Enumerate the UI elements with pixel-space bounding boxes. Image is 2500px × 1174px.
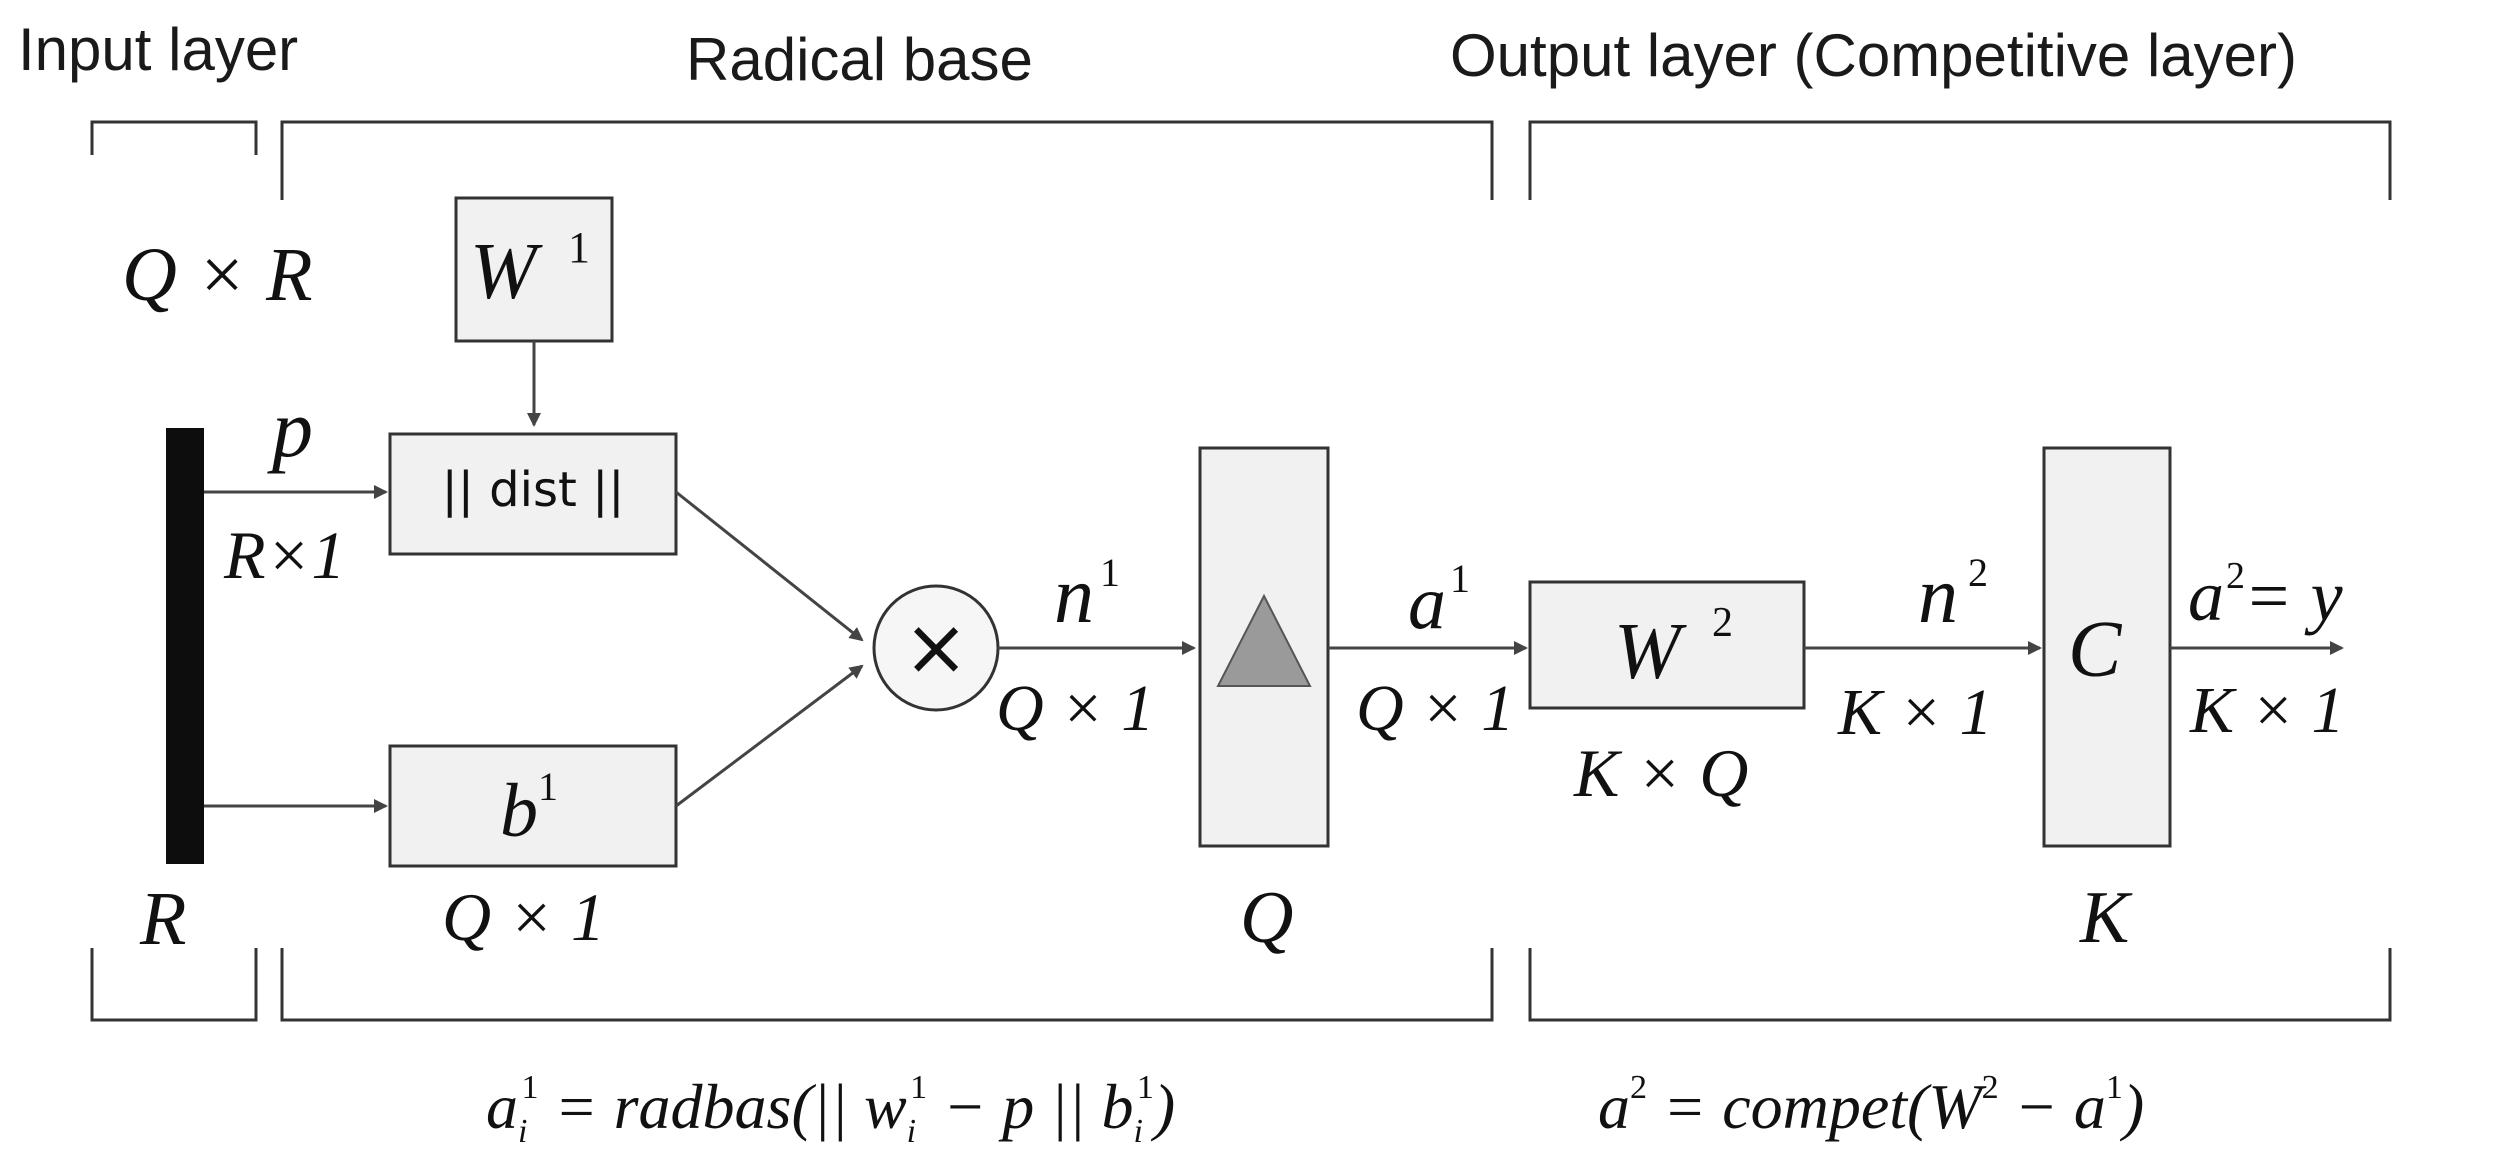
output-dims-label: K × 1 xyxy=(2189,674,2345,747)
output-layer-header: Output layer (Competitive layer) xyxy=(1450,22,2297,89)
hidden-layer-formula: ai1 = radbas(|| wi1 − p || bi1) xyxy=(486,1069,1175,1150)
w1-label: W xyxy=(470,228,543,316)
dist-to-multiply-arrow xyxy=(675,490,864,642)
output-label: a xyxy=(2188,556,2224,636)
n1-superscript: 1 xyxy=(1100,550,1120,595)
a1-superscript: 1 xyxy=(1450,556,1470,601)
output-superscript: 2 xyxy=(2226,555,2245,597)
w2-superscript: 2 xyxy=(1712,600,1733,646)
radbas-triangle-icon xyxy=(1216,593,1312,687)
input-layer-bracket-top xyxy=(90,120,258,155)
bias-box xyxy=(388,744,678,868)
p-label: p xyxy=(267,383,313,474)
radbas-size-label: Q xyxy=(1240,877,1293,959)
bias-label: b xyxy=(500,769,538,853)
dist-box xyxy=(388,432,678,556)
n1-dims-label: Q × 1 xyxy=(996,672,1154,745)
w2-weight-box xyxy=(1528,580,1806,710)
compet-block xyxy=(2042,446,2172,848)
compet-label: C xyxy=(2068,606,2123,694)
a1-dims-label: Q × 1 xyxy=(1356,672,1514,745)
input-vector-bar xyxy=(166,428,204,864)
n1-label: n xyxy=(1054,552,1094,640)
w1-dims-label: Q × R xyxy=(122,233,313,317)
w1-superscript: 1 xyxy=(568,223,590,272)
n2-dims-label: K × 1 xyxy=(1837,676,1993,749)
n2-label: n xyxy=(1918,552,1958,640)
input-layer-bracket-bottom xyxy=(90,948,258,1022)
radial-basis-header: Radical base xyxy=(686,26,1033,93)
output-layer-formula: a2 = compet(W2 − a1) xyxy=(1598,1069,2144,1142)
bias-to-multiply-arrow xyxy=(675,664,864,808)
compet-size-label: K xyxy=(2079,877,2133,959)
dist-label: || dist || xyxy=(442,462,625,518)
output-layer-bracket-bottom xyxy=(1528,948,2392,1022)
bias-superscript: 1 xyxy=(538,764,558,809)
svg-text:ai1 = radbas(|| wi1 − p || bi1: ai1 = radbas(|| wi1 − p || bi1) xyxy=(486,1069,1175,1150)
radial-basis-bracket-top xyxy=(280,120,1494,200)
n2-superscript: 2 xyxy=(1968,550,1988,595)
svg-text:a2 = compet(W2 − a1): a2 = compet(W2 − a1) xyxy=(1598,1069,2144,1142)
input-layer-header: Input layer xyxy=(18,16,298,83)
a1-label: a xyxy=(1408,561,1446,645)
output-equals-y: = y xyxy=(2244,556,2343,636)
input-size-label: R xyxy=(139,877,186,961)
bias-dims-label: Q × 1 xyxy=(442,879,605,955)
w2-dims-label: K × Q xyxy=(1573,735,1748,811)
w2-label: W xyxy=(1614,608,1687,696)
radial-basis-bracket-bottom xyxy=(280,948,1494,1022)
p-dims-label: R×1 xyxy=(223,517,345,593)
output-layer-bracket-top xyxy=(1528,120,2392,200)
multiply-icon: × xyxy=(903,603,968,693)
